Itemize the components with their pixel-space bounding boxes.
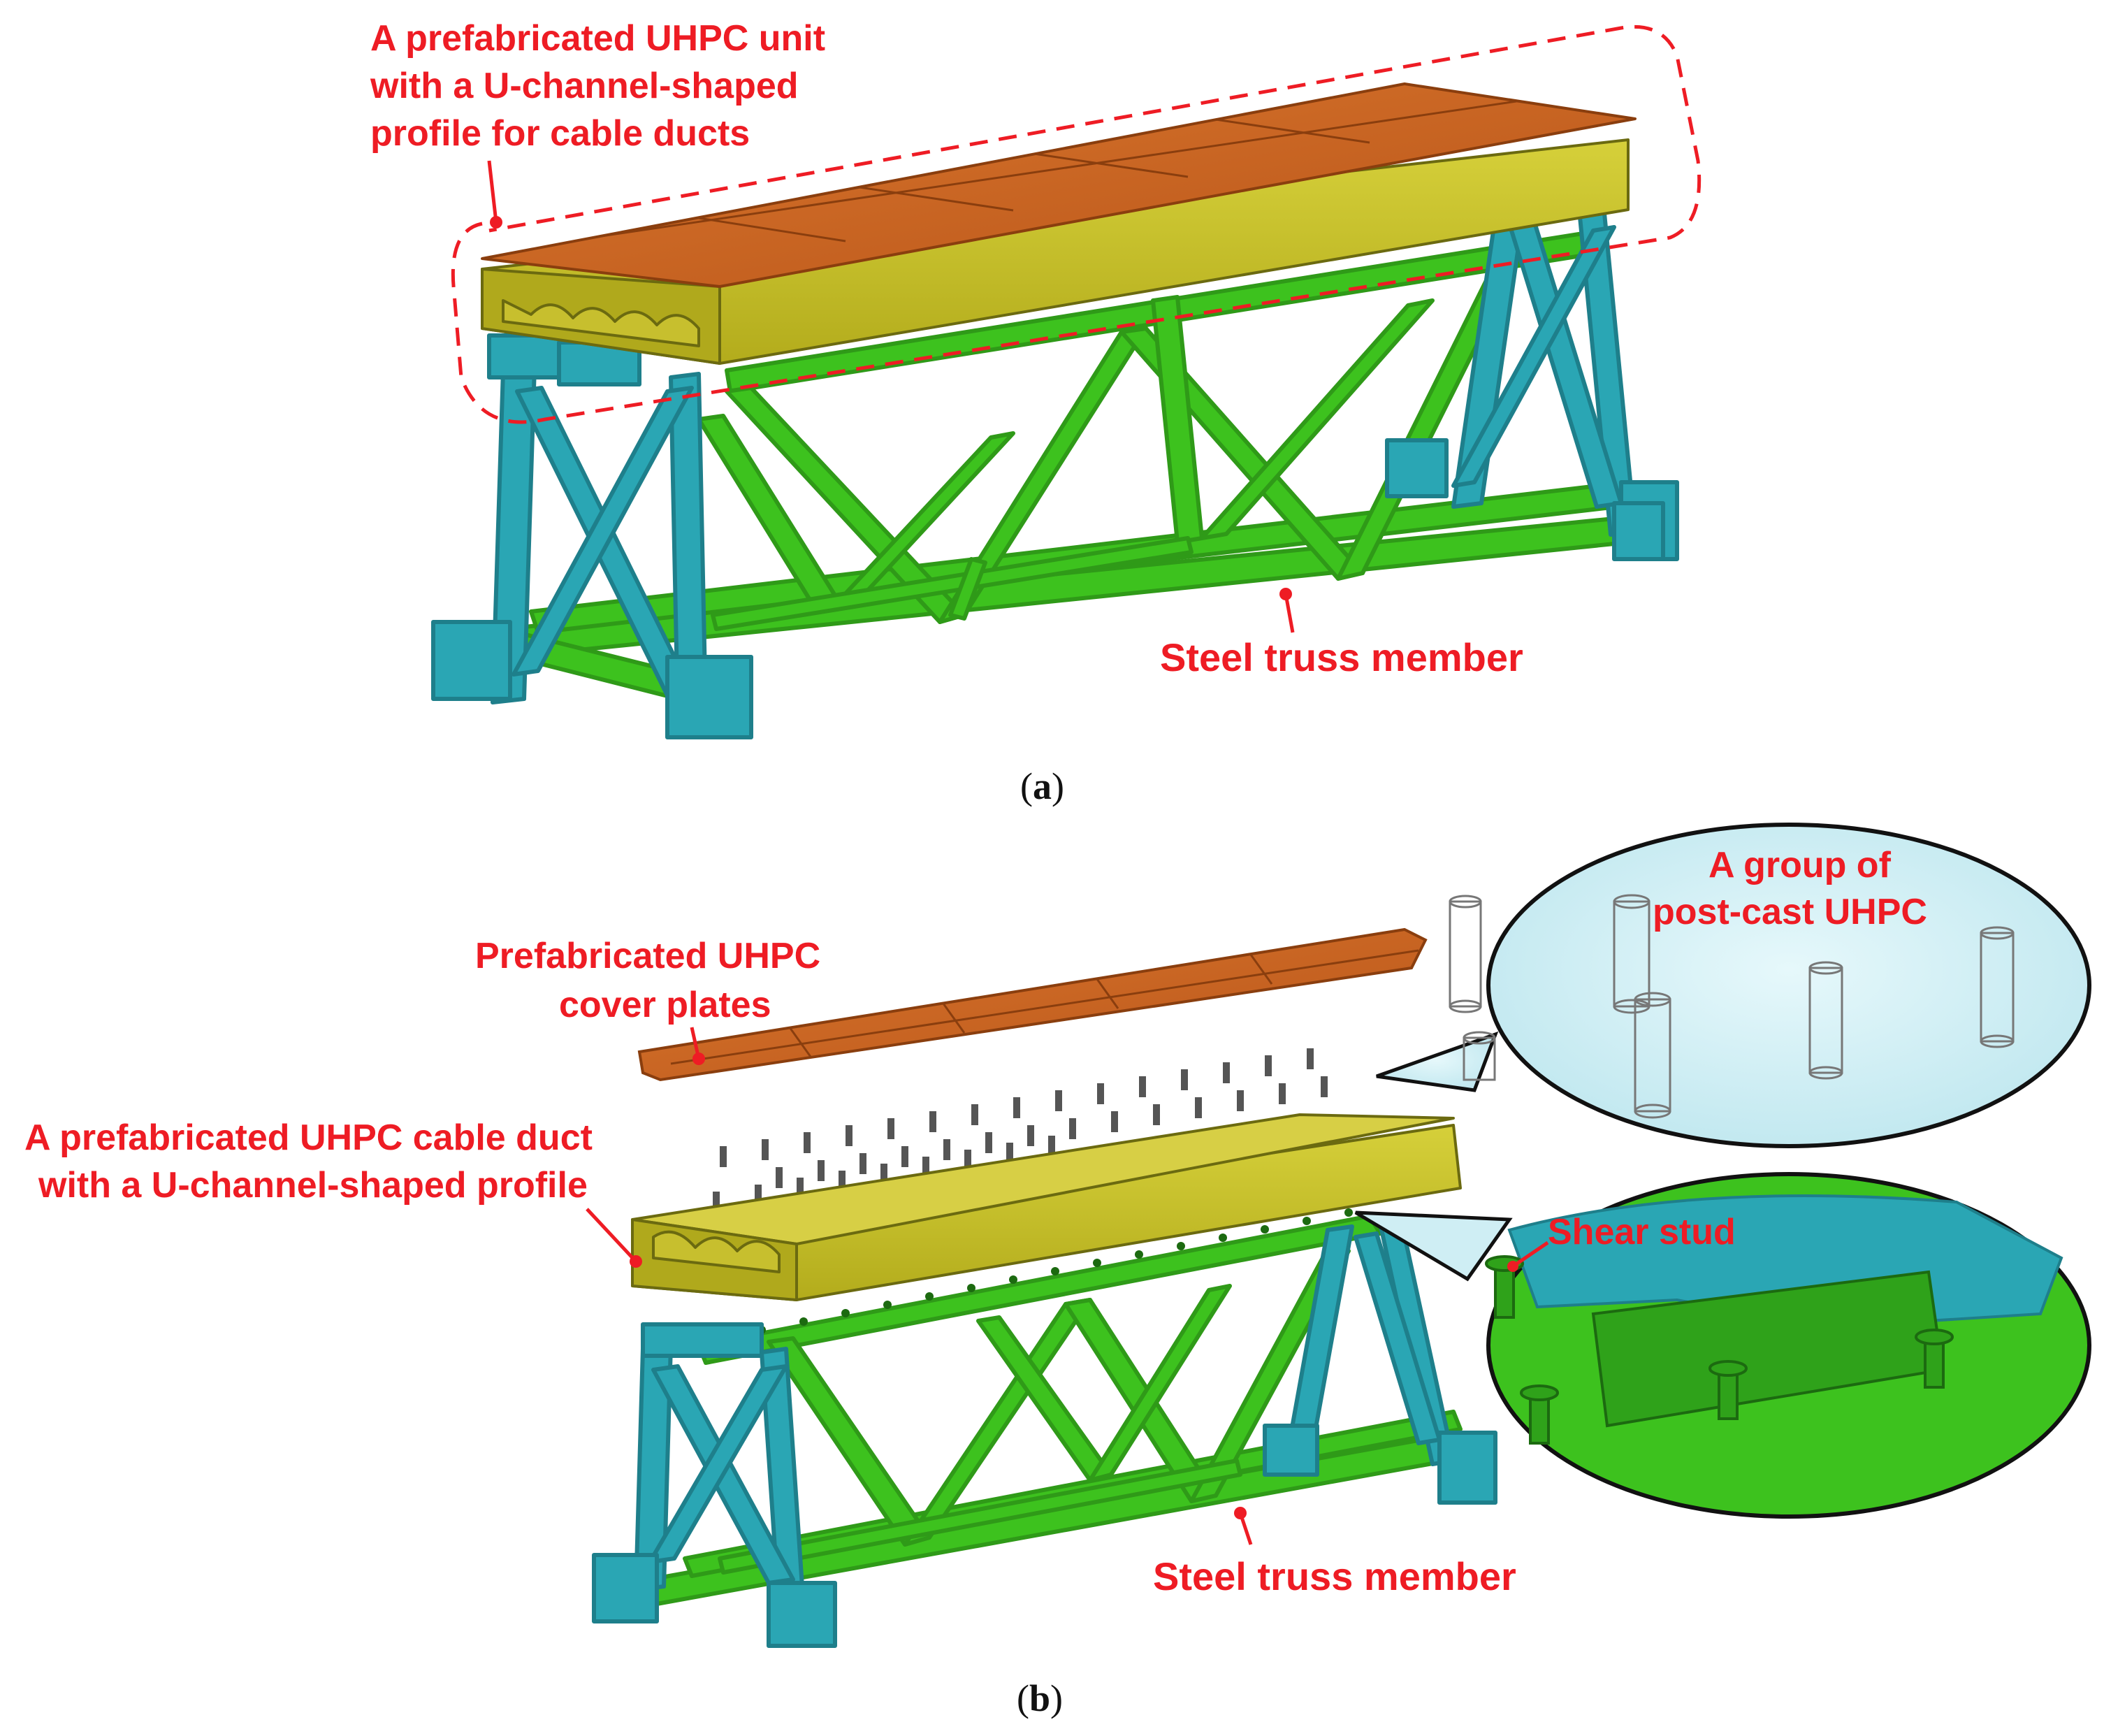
cable-duct-label-line2: with a U-channel-shaped profile [38, 1165, 588, 1206]
shear-stud-label: Shear stud [1548, 1212, 1736, 1252]
uhpc-unit-a [481, 82, 1637, 365]
left-base-plate-2 [665, 655, 753, 739]
steel-truss-a [498, 229, 1637, 715]
panel-b: A group of post-cast UHPC [24, 823, 2091, 1719]
right-base-plate-b [1437, 1431, 1497, 1505]
cable-duct-leader-dot [630, 1255, 642, 1268]
end-frame-left-a [431, 333, 753, 739]
cable-duct-leader [586, 1208, 637, 1263]
truss-label-text-a: Steel truss member [1160, 635, 1523, 679]
caption-b-letter: b [1029, 1677, 1050, 1719]
uhpc-unit-leader [487, 160, 498, 223]
truss-leader-dot-a [1279, 588, 1292, 600]
uhpc-unit-leader-dot [490, 216, 502, 229]
cover-plates-label-line2: cover plates [559, 985, 771, 1025]
postcast-cylinder [1463, 1031, 1496, 1081]
postcast-label-line1: A group of [1708, 845, 1892, 885]
right-brace-2 [1451, 225, 1616, 488]
cover-plates-surface [637, 927, 1428, 1082]
truss-label-b: Steel truss member [1153, 1507, 1516, 1598]
shear-stud-pins [1485, 1255, 1954, 1445]
postcast-callout-bubble [1486, 823, 2091, 1148]
caption-a: (a) [1020, 765, 1064, 807]
left-top-plate-b [641, 1322, 764, 1358]
postcast-cylinders [1449, 894, 2015, 1119]
shear-stud-callout: Shear stud [1354, 1172, 2091, 1519]
left-brace-b2 [648, 1364, 788, 1564]
cable-duct-label: A prefabricated UHPC cable duct with a U… [24, 1117, 642, 1268]
diagonal-b6 [1088, 1284, 1232, 1482]
left-brace-2 [512, 386, 694, 677]
postcast-cylinder [1808, 961, 1843, 1080]
bottom-cross-b [718, 1459, 1242, 1575]
diagonal-7 [1151, 295, 1204, 544]
diagonal-8 [1200, 298, 1435, 540]
right-gusset-plate [1385, 438, 1449, 498]
uhpc-cover-top [481, 82, 1637, 288]
left-base-plate-b1 [592, 1553, 659, 1623]
postcast-cylinder [1449, 895, 1482, 1013]
bottom-cross-2 [948, 557, 987, 621]
stud-pin-row-3 [713, 1136, 1055, 1213]
left-base-plate-b2 [767, 1581, 837, 1648]
postcast-cylinder [1980, 926, 2015, 1048]
right-gusset-b [1263, 1424, 1319, 1477]
cover-plates-label-line1: Prefabricated UHPC [475, 936, 820, 976]
cover-plate-seams [600, 100, 1517, 243]
cable-duct-b [631, 1113, 1462, 1301]
cover-plates-leader-dot [692, 1053, 705, 1065]
uhpc-unit-label: A prefabricated UHPC unit with a U-chann… [370, 18, 825, 229]
uhpc-unit-label-line3: profile for cable ducts [370, 113, 750, 154]
postcast-label-line2: post-cast UHPC [1653, 892, 1927, 932]
stud-pin-grid [713, 1048, 1328, 1213]
right-base-plate-2 [1612, 501, 1665, 561]
diagonal-5 [697, 414, 841, 609]
truss-label-a: Steel truss member [1160, 588, 1523, 679]
end-frame-left-b [592, 1322, 837, 1648]
shear-stud-leader-dot [1507, 1261, 1518, 1272]
cover-plates-label: Prefabricated UHPC cover plates [475, 936, 820, 1065]
panel-a: A prefabricated UHPC unit with a U-chann… [370, 18, 1702, 807]
cable-duct-channel [652, 1230, 781, 1273]
stud-pin-row-1 [720, 1048, 1314, 1167]
postcast-callout-pointer [1376, 1031, 1499, 1092]
postcast-callout: A group of post-cast UHPC [1376, 823, 2091, 1148]
cover-plates-seams [670, 949, 1419, 1065]
uhpc-unit-label-line2: with a U-channel-shaped [370, 66, 799, 106]
stud-pin-row-2 [776, 1076, 1328, 1188]
u-channel-profile [502, 299, 700, 347]
truss-leader-a [1284, 593, 1295, 633]
uhpc-unit-dashed-outline [451, 24, 1702, 424]
left-base-plate-1 [431, 620, 512, 701]
cable-duct-label-line1: A prefabricated UHPC cable duct [24, 1117, 593, 1158]
caption-a-letter: a [1033, 765, 1052, 807]
end-frame-right-a [1385, 204, 1679, 561]
truss-leader-dot-b [1234, 1507, 1247, 1519]
bottom-cross-1 [711, 536, 1194, 631]
truss-label-text-b: Steel truss member [1153, 1554, 1516, 1598]
cover-plates-b [637, 927, 1428, 1082]
uhpc-unit-label-line1: A prefabricated UHPC unit [370, 18, 825, 59]
shear-stud-leader [1511, 1240, 1549, 1268]
caption-b: (b) [1017, 1677, 1063, 1719]
shear-stud-callout-pointer [1354, 1210, 1513, 1282]
end-frame-right-b [1263, 1217, 1497, 1505]
postcast-cylinder [1634, 992, 1671, 1119]
